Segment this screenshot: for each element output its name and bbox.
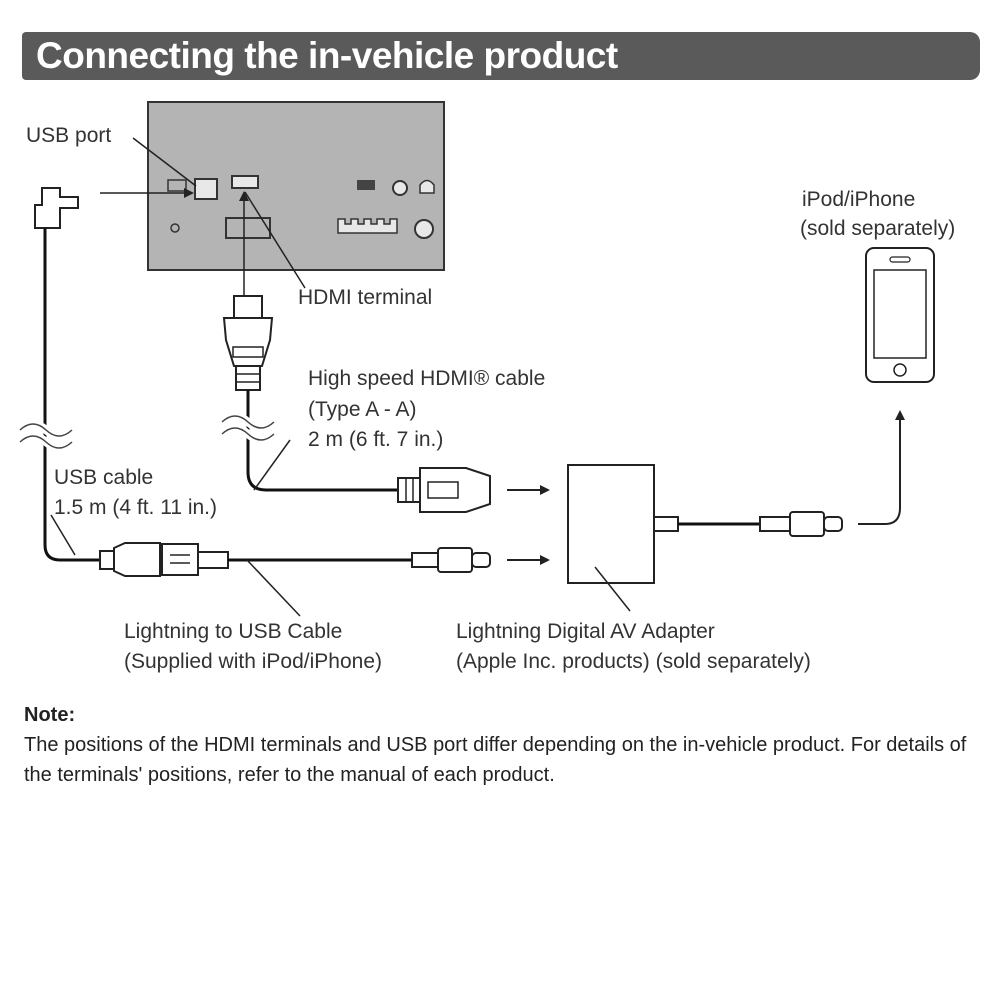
head-unit [147,101,445,271]
usb-port-label: USB port [26,124,111,147]
lightning-plug [437,547,473,573]
connection-diagram: USB port HDMI terminal iPod/iPhone (sold… [17,101,956,673]
connector-block [225,217,271,239]
note-body: The positions of the HDMI terminals and … [24,734,967,786]
small-port [357,180,375,190]
av-adapter-pointer [594,566,631,612]
usb-cable-label: USB cable [54,466,153,489]
antenna-jack [419,179,435,194]
hdmi-cable-length-label: 2 m (6 ft. 7 in.) [308,428,443,451]
usb-a-plug [161,543,199,576]
ipod-iphone-sold-label: (sold separately) [800,217,955,240]
lightning-usb-supplied-label: (Supplied with iPod/iPhone) [124,650,382,673]
lightning-usb-pointer [246,559,301,617]
page-title: Connecting the in-vehicle product [36,35,618,76]
round-jack [392,180,408,196]
av-adapter [567,464,843,584]
iphone-speaker [889,256,911,263]
ipod-iphone-label: iPod/iPhone [802,188,915,211]
iphone-screen [873,269,927,359]
hdmi-terminal-pointer [244,191,306,289]
hdmi-terminal-socket [231,175,259,189]
usb-port-symbol [167,179,187,192]
iphone [865,247,935,383]
reset-hole [170,223,180,233]
cable-break-symbol [19,423,73,449]
adapter-to-iphone-arrow [858,410,905,525]
av-adapter-label: Lightning Digital AV Adapter [456,620,715,643]
av-adapter-sold-label: (Apple Inc. products) (sold separately) [456,650,811,673]
usb-port-pointer [132,137,197,187]
iphone-home-button [893,363,907,377]
large-jack [414,219,434,239]
usb-cable-pointer [50,514,76,556]
hdmi-plug-top [222,317,274,367]
hdmi-terminal-label: HDMI terminal [298,286,432,309]
title-bar: Connecting the in-vehicle product [22,32,980,80]
usb-cable-length-label: 1.5 m (4 ft. 11 in.) [54,496,217,519]
cable-break-symbol [221,415,275,441]
usb-port-socket [194,178,218,200]
hdmi-cable [219,295,491,513]
lightning-usb-cable-label: Lightning to USB Cable [124,620,342,643]
harness-connector [337,218,398,234]
adapter-lightning-plug [789,511,825,537]
hdmi-cable-type-label: (Type A - A) [308,398,417,421]
hdmi-cable-label: High speed HDMI® cable [308,367,545,390]
note-section: Note: The positions of the HDMI terminal… [24,700,989,790]
note-heading: Note: [24,704,76,726]
usb-cable [17,187,110,562]
usb-female-connector [113,542,161,577]
hdmi-cable-pointer [253,439,291,491]
lightning-to-usb-cable [99,542,491,577]
usb-right-angle-plug [34,187,79,229]
